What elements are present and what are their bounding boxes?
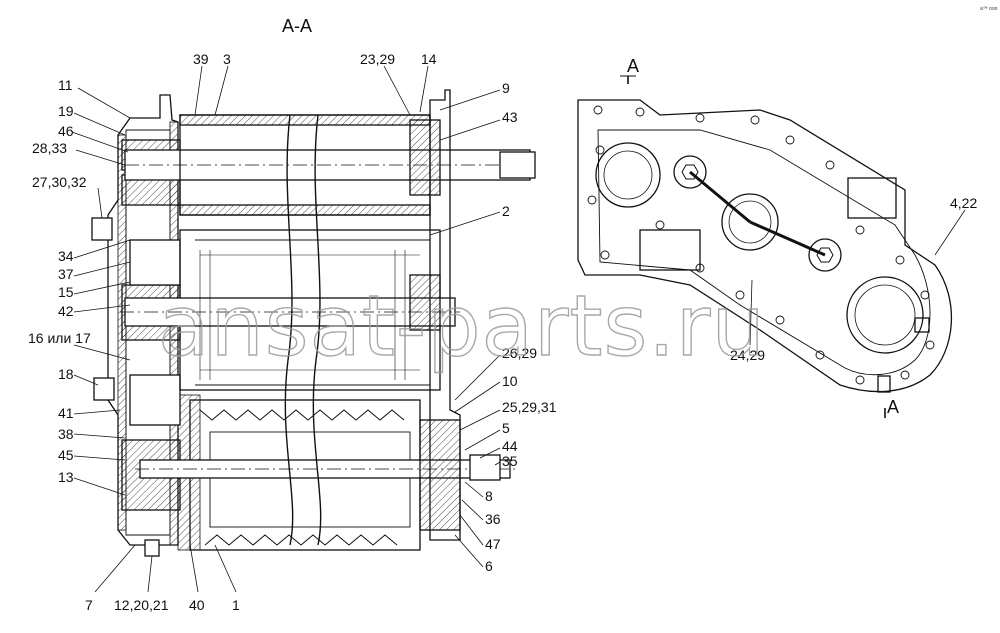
callout-44: 44: [502, 438, 518, 454]
callout-4-22: 4,22: [950, 195, 977, 211]
callout-9: 9: [502, 80, 510, 96]
callout-47: 47: [485, 536, 501, 552]
left-housing: [107, 94, 179, 546]
callout-43: 43: [502, 109, 518, 125]
callout-35: 35: [502, 453, 518, 469]
callout-40: 40: [189, 597, 205, 613]
bolt-18: [93, 377, 115, 401]
callout-24-29: 24,29: [730, 347, 765, 363]
callout-8: 8: [485, 488, 493, 504]
idler-2: [808, 238, 842, 272]
callout-25-29-31: 25,29,31: [502, 399, 557, 415]
casing-inner: [597, 129, 931, 376]
callout-12-20-21: 12,20,21: [114, 597, 169, 613]
callout-37: 37: [58, 266, 74, 282]
callout-38: 38: [58, 426, 74, 442]
callout-41: 41: [58, 405, 74, 421]
callout-2: 2: [502, 203, 510, 219]
side-bolt: [914, 317, 930, 333]
corrugation-bottom: [204, 534, 398, 546]
callout-46: 46: [58, 123, 74, 139]
bore-2: [721, 193, 779, 251]
right-housing: [429, 89, 461, 541]
callout-6: 6: [485, 558, 493, 574]
nut-44: [469, 454, 501, 481]
leader-lines: [71, 65, 966, 593]
callout-42: 42: [58, 303, 74, 319]
callout-10: 10: [502, 373, 518, 389]
idler-1: [673, 155, 707, 189]
bolt-12: [144, 539, 160, 557]
bore-3: [846, 276, 924, 354]
break-line-2: [312, 114, 322, 546]
callout-3: 3: [223, 51, 231, 67]
view-mark-bottom: А: [887, 397, 899, 417]
lower-inner-box: [209, 431, 411, 528]
mount-tab: [847, 177, 897, 219]
shaft-spline: [499, 151, 536, 179]
callout-27-30-32: 27,30,32: [32, 174, 87, 190]
callout-36: 36: [485, 511, 501, 527]
callout-11: 11: [58, 77, 73, 93]
gear-hub-2: [129, 374, 181, 426]
callout-1: 1: [232, 597, 240, 613]
lower-bracket: [639, 229, 701, 271]
section-view-a-a: [91, 89, 536, 557]
callout-23-29: 23,29: [360, 51, 395, 67]
corrugation-top: [199, 409, 405, 421]
section-cut-marks: [620, 75, 886, 418]
callout-14: 14: [421, 51, 437, 67]
section-title: А-А: [282, 16, 312, 36]
view-mark-top: А: [627, 56, 639, 76]
callout-39: 39: [193, 51, 209, 67]
callout-45: 45: [58, 447, 74, 463]
exterior-view: [577, 99, 952, 393]
callout-19: 19: [58, 103, 74, 119]
callout-16-or-17: 16 или 17: [28, 330, 91, 346]
gearbox-casing: [577, 99, 952, 393]
bolt-27: [91, 217, 113, 241]
break-line-1: [284, 114, 294, 546]
callout-7: 7: [85, 597, 93, 613]
callout-18: 18: [58, 366, 74, 382]
bore-1: [595, 142, 661, 208]
callout-26-29: 26,29: [502, 345, 537, 361]
callout-28-33: 28,33: [32, 140, 67, 156]
corner-text: a™ ooo: [980, 6, 998, 12]
drain-plug: [877, 375, 891, 393]
callout-34: 34: [58, 248, 74, 264]
gear-hub-1: [129, 239, 181, 286]
callout-15: 15: [58, 284, 74, 300]
watermark: ansat-parts.ru: [158, 277, 766, 375]
callout-13: 13: [58, 469, 74, 485]
callout-5: 5: [502, 420, 510, 436]
